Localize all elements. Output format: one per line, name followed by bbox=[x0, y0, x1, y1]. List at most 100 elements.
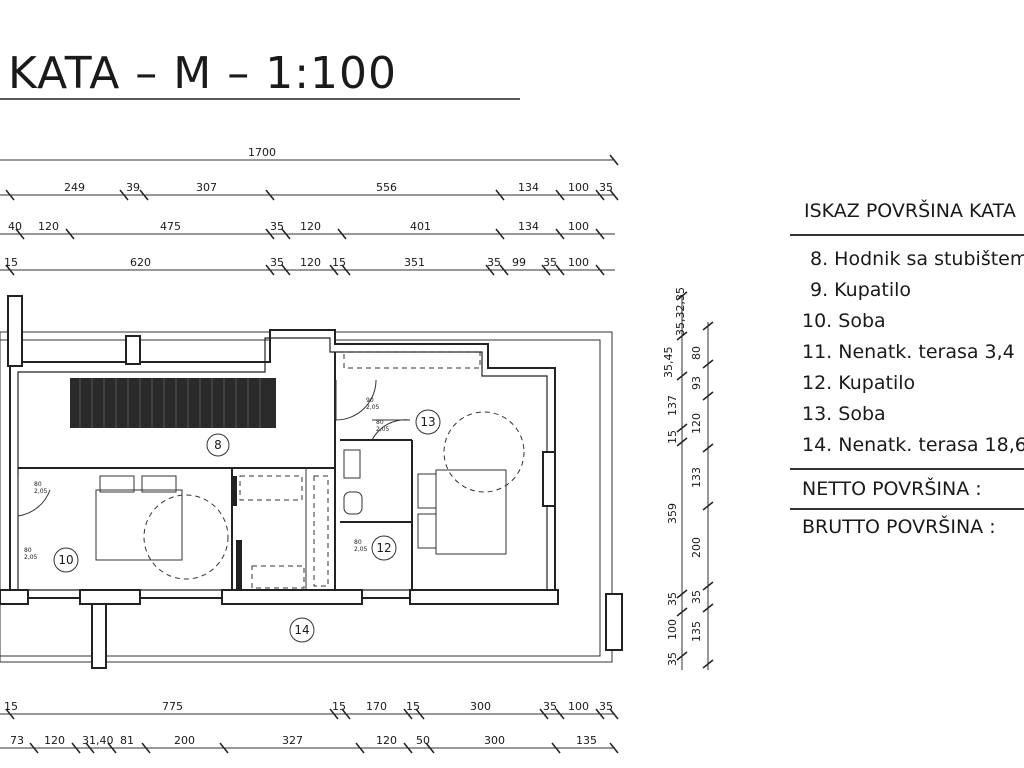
door-note: 80 bbox=[34, 481, 42, 488]
dim-right-11: 35 bbox=[690, 590, 703, 604]
bed-room13 bbox=[435, 469, 507, 555]
dim-bottom2-2: 31,40 bbox=[82, 734, 114, 747]
dim-right-7: 133 bbox=[690, 467, 703, 488]
svg-text:13: 13 bbox=[420, 415, 435, 429]
dim-right-4: 93 bbox=[690, 376, 703, 390]
toilet bbox=[343, 491, 363, 515]
legend-item: 9. Kupatilo bbox=[810, 279, 912, 301]
brutto-area-label: BRUTTO POVRŠINA : bbox=[802, 516, 996, 538]
turning-circle bbox=[443, 411, 525, 493]
sink bbox=[343, 449, 361, 479]
dim-row1-4: 134 bbox=[518, 181, 539, 194]
legend-item: 14. Nenatk. terasa 18,6 bbox=[802, 434, 1024, 456]
drawing-title: KATA – M – 1:100 bbox=[8, 48, 397, 99]
room-marker-10: 10 bbox=[53, 547, 79, 573]
dim-bottom1-6: 35 bbox=[543, 700, 557, 713]
legend-item: 12. Kupatilo bbox=[802, 372, 916, 394]
dim-bottom2-1: 120 bbox=[44, 734, 65, 747]
dim-row1-0: 249 bbox=[64, 181, 85, 194]
dim-row1-5: 100 bbox=[568, 181, 589, 194]
dim-row2-0: 40 bbox=[8, 220, 22, 233]
window bbox=[542, 451, 556, 507]
dim-bottom2-6: 120 bbox=[376, 734, 397, 747]
room-marker-8: 8 bbox=[206, 433, 230, 457]
room-marker-14: 14 bbox=[289, 617, 315, 643]
dim-row3-3: 120 bbox=[300, 256, 321, 269]
dim-bottom2-8: 300 bbox=[484, 734, 505, 747]
legend-rule bbox=[790, 234, 1024, 236]
dim-right-12: 100 bbox=[666, 619, 679, 640]
dim-top-total: 1700 bbox=[248, 146, 276, 159]
dim-bottom2-4: 200 bbox=[174, 734, 195, 747]
svg-text:14: 14 bbox=[294, 623, 309, 637]
dim-row1-2: 307 bbox=[196, 181, 217, 194]
dim-row2-1: 120 bbox=[38, 220, 59, 233]
door-swing bbox=[371, 419, 411, 441]
column bbox=[125, 335, 141, 365]
dim-bottom2-9: 135 bbox=[576, 734, 597, 747]
dim-right-2: 80 bbox=[690, 346, 703, 360]
dim-bottom1-4: 15 bbox=[406, 700, 420, 713]
dim-right-5: 15 bbox=[666, 430, 679, 444]
walls bbox=[9, 329, 556, 599]
bed-room10 bbox=[95, 489, 183, 561]
dim-right-0: 35,45 bbox=[662, 347, 675, 379]
dim-right-8: 359 bbox=[666, 503, 679, 524]
door-note: 90 bbox=[366, 397, 374, 404]
dim-right-10: 35 bbox=[666, 592, 679, 606]
dim-row2-5: 401 bbox=[410, 220, 431, 233]
door-swing bbox=[335, 379, 377, 421]
dim-row2-3: 35 bbox=[270, 220, 284, 233]
dim-row3-1: 620 bbox=[130, 256, 151, 269]
dim-right-13: 135 bbox=[690, 621, 703, 642]
staircase bbox=[70, 378, 276, 428]
dim-row1-6: 35 bbox=[599, 181, 613, 194]
dim-row2-6: 134 bbox=[518, 220, 539, 233]
dim-row1-1: 39 bbox=[126, 181, 140, 194]
door-note: 2,05 bbox=[24, 554, 38, 561]
wardrobe bbox=[251, 565, 305, 589]
bottom-dimension-lines bbox=[0, 713, 615, 749]
dim-row3-4: 15 bbox=[332, 256, 346, 269]
dim-bottom1-3: 170 bbox=[366, 700, 387, 713]
door-note: 80 bbox=[24, 547, 32, 554]
door-note: 2,05 bbox=[354, 546, 368, 553]
netto-area-label: NETTO POVRŠINA : bbox=[802, 478, 982, 500]
dim-row3-7: 99 bbox=[512, 256, 526, 269]
dim-right-9: 200 bbox=[690, 537, 703, 558]
top-dimension-lines bbox=[0, 159, 615, 271]
dim-right-3: 137 bbox=[666, 395, 679, 416]
door-note: 2,05 bbox=[376, 426, 390, 433]
dim-bottom1-5: 300 bbox=[470, 700, 491, 713]
column bbox=[7, 295, 23, 367]
dim-row3-2: 35 bbox=[270, 256, 284, 269]
legend-heading: ISKAZ POVRŠINA KATA : bbox=[804, 200, 1024, 222]
dim-row3-0: 15 bbox=[4, 256, 18, 269]
turning-circle bbox=[143, 494, 229, 580]
right-dimension-lines bbox=[681, 296, 709, 670]
dim-bottom1-7: 100 bbox=[568, 700, 589, 713]
door-note: 80 bbox=[354, 539, 362, 546]
dim-row3-5: 351 bbox=[404, 256, 425, 269]
legend-item: 11. Nenatk. terasa 3,4 bbox=[802, 341, 1015, 363]
dim-bottom1-1: 775 bbox=[162, 700, 183, 713]
dim-row2-4: 120 bbox=[300, 220, 321, 233]
room-marker-13: 13 bbox=[415, 409, 441, 435]
wardrobe bbox=[239, 475, 303, 501]
door-note: 80 bbox=[376, 419, 384, 426]
dim-bottom1-0: 15 bbox=[4, 700, 18, 713]
door-note: 2,05 bbox=[34, 488, 48, 495]
dim-bottom2-3: 81 bbox=[120, 734, 134, 747]
dim-right-6: 120 bbox=[690, 413, 703, 434]
top-dimension-ticks bbox=[5, 154, 619, 276]
door-swing bbox=[17, 476, 51, 517]
dim-row1-3: 556 bbox=[376, 181, 397, 194]
dim-row3-6: 35 bbox=[487, 256, 501, 269]
room-marker-12: 12 bbox=[371, 535, 397, 561]
dim-bottom2-5: 327 bbox=[282, 734, 303, 747]
dim-right-14: 35 bbox=[666, 652, 679, 666]
dim-row3-9: 100 bbox=[568, 256, 589, 269]
wardrobe bbox=[313, 475, 329, 587]
svg-text:12: 12 bbox=[376, 541, 391, 555]
